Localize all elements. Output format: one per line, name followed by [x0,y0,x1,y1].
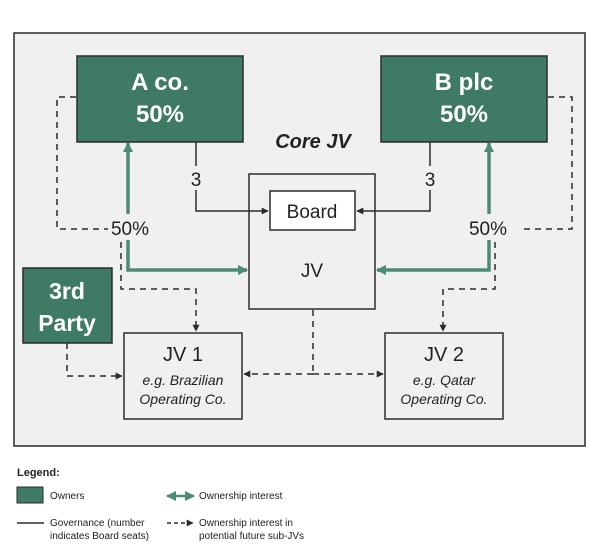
legend-owners-swatch [16,486,44,504]
interest-b-label: 50% [469,219,507,240]
legend-ownership-label: Ownership interest [199,491,283,502]
jv2-box [384,332,504,420]
jv2-line2: Operating Co. [400,391,487,407]
future-line-a-to-jv1 [120,242,200,332]
owner-b-box [380,55,548,143]
owner-a-name: A co. [131,69,189,96]
seats-b-label: 3 [425,170,436,191]
owner-b-name: B plc [435,69,494,96]
jv1-line2: Operating Co. [139,391,226,407]
board-label: Board [287,202,338,223]
third-party-line1: 3rd [49,278,85,304]
future-line-third-party [66,343,123,380]
legend-future-line2: potential future sub-JVs [199,531,304,542]
third-party-box [22,267,113,344]
legend-governance-line1: Governance (number [50,518,145,529]
future-line-a-outer [56,96,108,230]
future-line-b-to-jv2 [439,242,496,332]
legend-owners-label: Owners [50,491,84,502]
ownership-arrow-b [376,142,494,275]
owner-b-pct: 50% [440,101,488,128]
jv1-line1: e.g. Brazilian [143,372,224,388]
jv1-box [123,332,243,420]
seats-a-label: 3 [191,170,202,191]
legend-future-line1: Ownership interest in [199,518,293,529]
owner-a-box [76,55,244,143]
core-jv-label: Core JV [275,131,352,153]
ownership-arrow-a [123,142,248,275]
jv1-title: JV 1 [163,344,203,366]
jv-label: JV [301,261,324,282]
board-box [269,190,356,231]
jv2-title: JV 2 [424,344,464,366]
legend-governance-line2: indicates Board seats) [50,531,149,542]
jv2-line1: e.g. Qatar [413,372,477,388]
future-line-b-outer [520,96,573,230]
owner-a-pct: 50% [136,101,184,128]
third-party-line2: Party [38,310,96,336]
legend-title: Legend: [17,467,60,479]
interest-a-label: 50% [111,219,149,240]
